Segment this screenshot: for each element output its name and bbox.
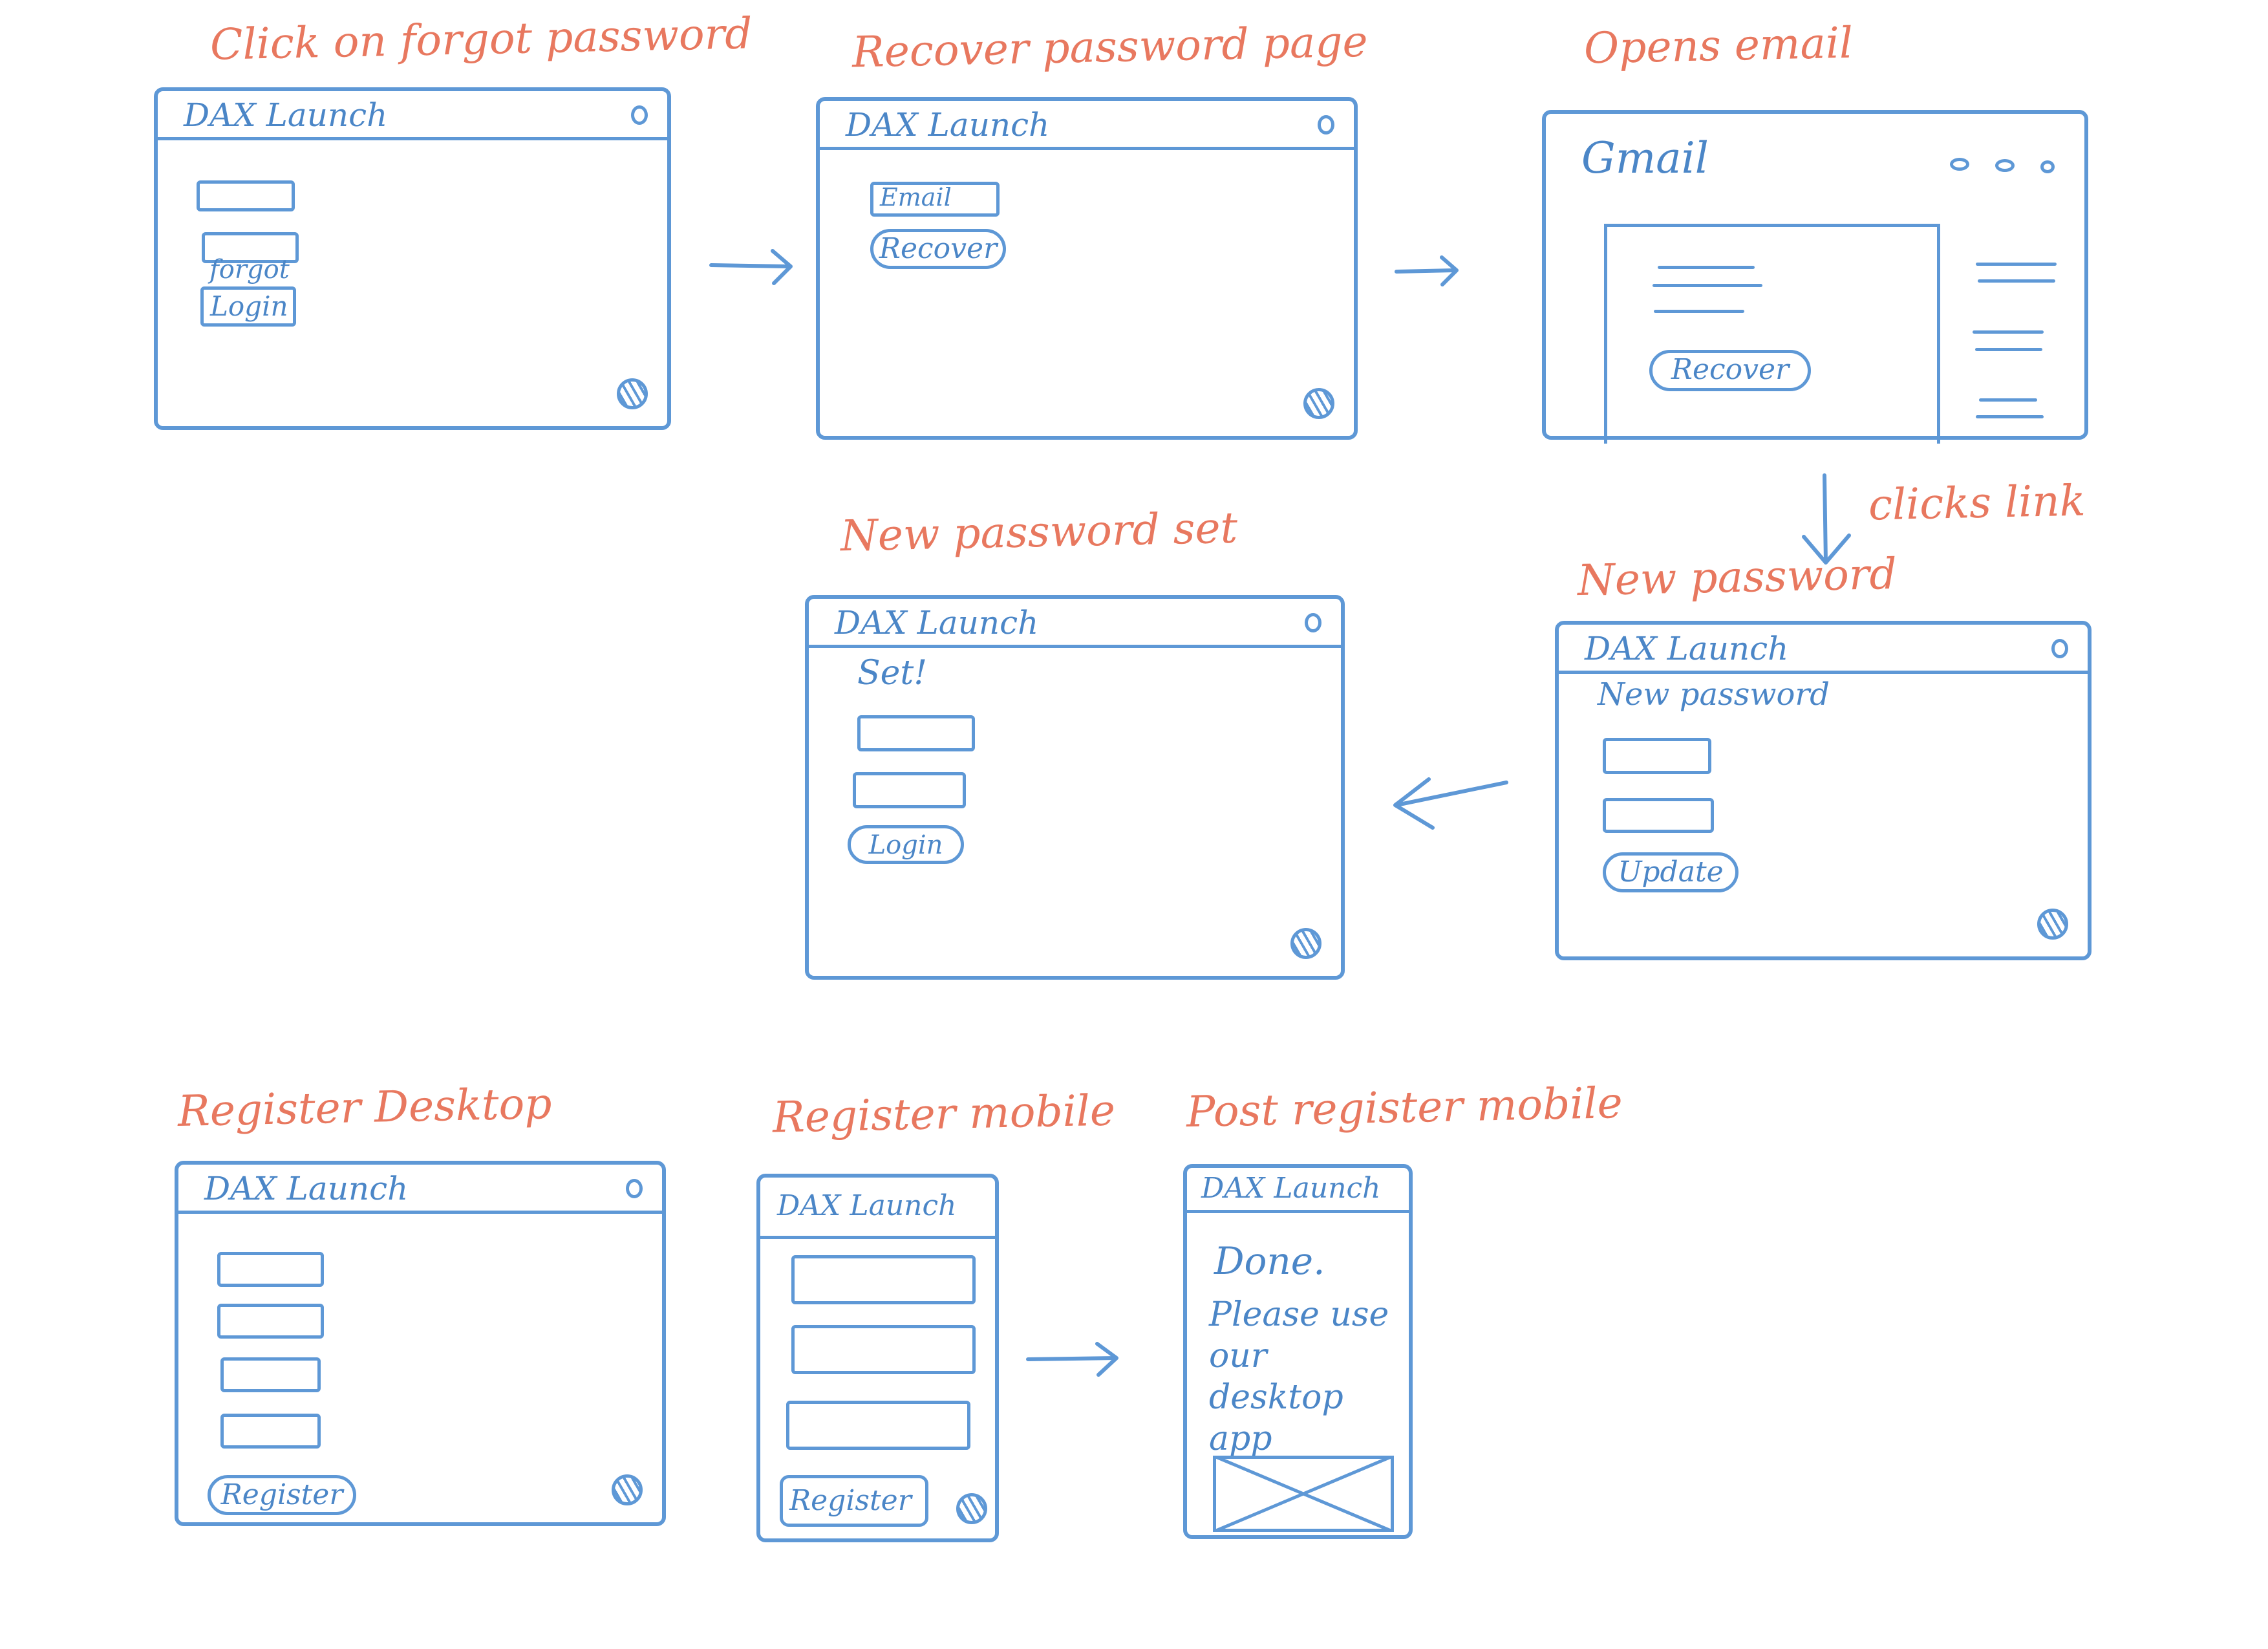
sketch-recover-password-screen: DAX Launch Email Recover xyxy=(816,97,1358,440)
title-bar: DAX Launch xyxy=(1559,625,2088,674)
window-control-icon[interactable] xyxy=(1318,115,1334,135)
app-title: DAX Launch xyxy=(777,1189,957,1222)
register-field-3[interactable] xyxy=(786,1401,970,1450)
apps-dot-icon[interactable] xyxy=(1995,159,2015,172)
recover-button[interactable]: Recover xyxy=(870,229,1006,269)
login-button[interactable]: Login xyxy=(848,825,964,864)
sidebar-line xyxy=(1976,263,2057,266)
sidebar-line xyxy=(1976,415,2044,418)
caption-opens-email: Opens email xyxy=(1583,17,1854,74)
logo-icon xyxy=(1290,928,1321,959)
email-message-pane: Recover xyxy=(1604,224,1940,444)
arrow-left-icon xyxy=(1393,777,1508,830)
app-title: DAX Launch xyxy=(204,1170,409,1207)
apps-dot-icon[interactable] xyxy=(2040,160,2055,173)
done-text: Done. xyxy=(1214,1239,1325,1283)
sidebar-line xyxy=(1975,348,2042,351)
sidebar-line xyxy=(1973,330,2044,334)
logo-icon xyxy=(612,1474,643,1505)
title-bar: DAX Launch xyxy=(809,599,1341,648)
title-bar: DAX Launch xyxy=(1187,1168,1409,1213)
set-confirmation-heading: Set! xyxy=(857,654,928,693)
caption-recover-password-page: Recover password page xyxy=(851,16,1369,78)
app-title: DAX Launch xyxy=(846,106,1050,144)
logo-icon xyxy=(617,378,648,409)
register-field-1[interactable] xyxy=(791,1255,976,1304)
app-title: DAX Launch xyxy=(835,604,1039,641)
apps-dot-icon[interactable] xyxy=(1950,158,1969,171)
register-button[interactable]: Register xyxy=(208,1475,356,1515)
arrow-right-icon xyxy=(709,249,793,285)
logo-icon xyxy=(1303,388,1334,419)
email-text-line xyxy=(1654,310,1744,313)
register-field-4[interactable] xyxy=(220,1414,321,1449)
caption-register-desktop: Register Desktop xyxy=(177,1078,553,1137)
sketch-register-desktop-screen: DAX Launch Register xyxy=(175,1161,666,1526)
email-text-line xyxy=(1653,284,1762,287)
email-text-line xyxy=(1658,266,1755,269)
password-field[interactable] xyxy=(853,772,966,808)
arrow-down-icon xyxy=(1802,473,1851,565)
image-placeholder xyxy=(1213,1456,1394,1532)
app-title: DAX Launch xyxy=(184,96,388,134)
caption-post-register-mobile: Post register mobile xyxy=(1186,1077,1623,1137)
desktop-app-message: Please use our desktop app xyxy=(1209,1295,1389,1458)
app-title: DAX Launch xyxy=(1201,1172,1381,1205)
gmail-app-name: Gmail xyxy=(1581,133,1709,183)
sketch-login-screen: DAX Launch forgot Login xyxy=(154,87,671,430)
logo-icon xyxy=(2037,909,2068,940)
window-control-icon[interactable] xyxy=(626,1179,643,1198)
sketch-post-register-mobile-screen: DAX Launch Done. Please use our desktop … xyxy=(1183,1164,1413,1539)
sidebar-line xyxy=(1978,279,2055,283)
email-field[interactable]: Email xyxy=(870,182,1000,217)
confirm-password-field[interactable] xyxy=(1603,798,1714,833)
new-password-heading: New password xyxy=(1598,676,1830,713)
caption-clicks-link: clicks link xyxy=(1868,475,2086,530)
new-password-field[interactable] xyxy=(1603,738,1711,774)
register-button[interactable]: Register xyxy=(780,1475,928,1527)
username-field[interactable] xyxy=(857,715,975,751)
logo-icon xyxy=(956,1493,987,1524)
title-bar: DAX Launch xyxy=(820,101,1354,150)
title-bar: DAX Launch xyxy=(760,1178,995,1239)
register-field-3[interactable] xyxy=(220,1357,321,1392)
username-field[interactable] xyxy=(197,180,295,211)
login-button[interactable]: Login xyxy=(200,286,296,327)
caption-register-mobile: Register mobile xyxy=(772,1085,1116,1143)
arrow-right-icon xyxy=(1395,255,1459,286)
sketch-register-mobile-screen: DAX Launch Register xyxy=(756,1174,999,1542)
sketch-new-password-screen: DAX Launch New password Update xyxy=(1555,621,2091,960)
register-field-2[interactable] xyxy=(791,1325,976,1374)
window-control-icon[interactable] xyxy=(631,105,648,125)
title-bar: DAX Launch xyxy=(158,91,667,140)
sketch-password-set-screen: DAX Launch Set! Login xyxy=(805,595,1345,980)
app-title: DAX Launch xyxy=(1585,630,1789,667)
register-field-1[interactable] xyxy=(217,1252,324,1287)
window-control-icon[interactable] xyxy=(1305,613,1321,632)
sketch-gmail-screen: Gmail Recover xyxy=(1542,110,2088,444)
window-control-icon[interactable] xyxy=(2051,639,2068,658)
update-button[interactable]: Update xyxy=(1603,852,1738,892)
register-field-2[interactable] xyxy=(217,1304,324,1339)
caption-new-password-set: New password set xyxy=(840,502,1238,561)
password-field[interactable] xyxy=(202,232,299,263)
title-bar: DAX Launch xyxy=(178,1165,662,1214)
sidebar-line xyxy=(1979,398,2037,402)
caption-click-forgot-password: Click on forgot password xyxy=(209,8,753,70)
forgot-link[interactable]: forgot xyxy=(209,255,290,285)
arrow-right-icon xyxy=(1026,1342,1118,1377)
recover-link-button[interactable]: Recover xyxy=(1649,350,1811,391)
